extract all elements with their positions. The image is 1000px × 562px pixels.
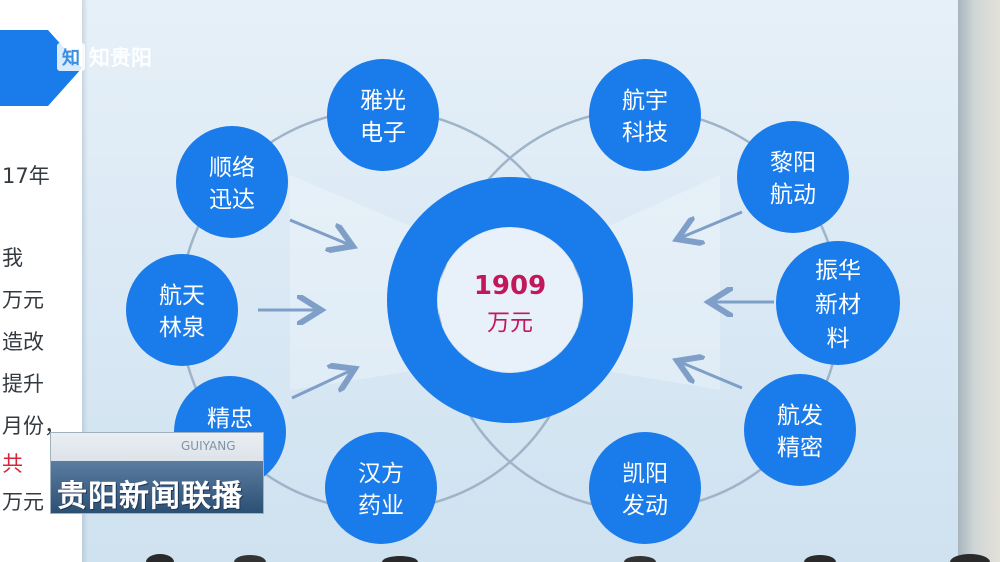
side-panel-shadow — [82, 0, 88, 562]
news-program-banner: GUIYANG 贵阳新闻联播 — [50, 432, 264, 514]
audience-silhouette — [146, 554, 990, 562]
node-hanfang: 汉方 药业 — [325, 432, 437, 544]
svg-text:顺络: 顺络 — [209, 155, 255, 181]
diagram-highlight-left — [290, 175, 420, 390]
logo-text: 知贵阳 — [89, 46, 152, 70]
svg-text:迅达: 迅达 — [209, 187, 255, 213]
node-shunluo: 顺络 迅达 — [176, 126, 288, 238]
channel-logo: 知 知贵阳 — [57, 42, 152, 72]
svg-text:航天: 航天 — [159, 283, 205, 309]
node-hangyu: 航宇 科技 — [589, 59, 701, 171]
svg-text:药业: 药业 — [358, 493, 404, 519]
svg-text:精忠: 精忠 — [207, 406, 253, 432]
svg-text:新材: 新材 — [815, 292, 861, 318]
center-unit: 万元 — [487, 310, 533, 336]
side-text-line: 万元 — [2, 490, 44, 514]
node-hangfa: 航发 精密 — [744, 374, 856, 486]
side-text-line-highlight: 共 — [2, 452, 23, 476]
svg-text:凯阳: 凯阳 — [622, 461, 668, 487]
side-text-line: 万元 — [2, 288, 44, 312]
center-core — [438, 228, 582, 372]
node-hangtian: 航天 林泉 — [126, 254, 238, 366]
svg-text:汉方: 汉方 — [358, 461, 404, 487]
arrow-icon — [291, 370, 352, 400]
side-text-line: 我 — [2, 246, 23, 270]
banner-strip — [51, 461, 263, 513]
svg-text:黎阳: 黎阳 — [770, 150, 816, 176]
center-value: 1909 — [474, 271, 546, 301]
svg-text:雅光: 雅光 — [360, 88, 406, 114]
svg-text:精密: 精密 — [777, 435, 823, 461]
center-ring — [387, 177, 633, 423]
svg-text:发动: 发动 — [622, 493, 668, 519]
banner-subtext: GUIYANG — [181, 439, 236, 453]
svg-text:电子: 电子 — [360, 120, 406, 146]
arrow-icon — [289, 218, 350, 245]
svg-text:航动: 航动 — [770, 182, 816, 208]
side-text-line: 17年 — [2, 164, 50, 188]
node-yaguang: 雅光 电子 — [327, 59, 439, 171]
node-kaiyang: 凯阳 发动 — [589, 432, 701, 544]
logo-mark-icon: 知 — [57, 43, 85, 71]
svg-text:科技: 科技 — [622, 120, 668, 146]
svg-text:航宇: 航宇 — [622, 88, 668, 114]
screen-frame-edge — [958, 0, 1000, 562]
svg-text:振华: 振华 — [815, 258, 861, 284]
svg-text:料: 料 — [827, 326, 850, 352]
side-text-line: 提升 — [2, 372, 44, 396]
node-zhenhua: 振华 新材 料 — [776, 241, 900, 365]
svg-text:林泉: 林泉 — [159, 315, 205, 341]
banner-title: 贵阳新闻联播 — [57, 479, 243, 514]
side-text-line: 造改 — [2, 330, 44, 354]
cooperation-diagram: 1909 万元 雅光 电子 航宇 科技 顺络 迅达 黎阳 航动 航天 林泉 — [126, 59, 900, 544]
svg-text:航发: 航发 — [777, 403, 823, 429]
node-liyang: 黎阳 航动 — [737, 121, 849, 233]
arrow-icon — [680, 210, 743, 238]
arrow-icon — [680, 362, 743, 390]
